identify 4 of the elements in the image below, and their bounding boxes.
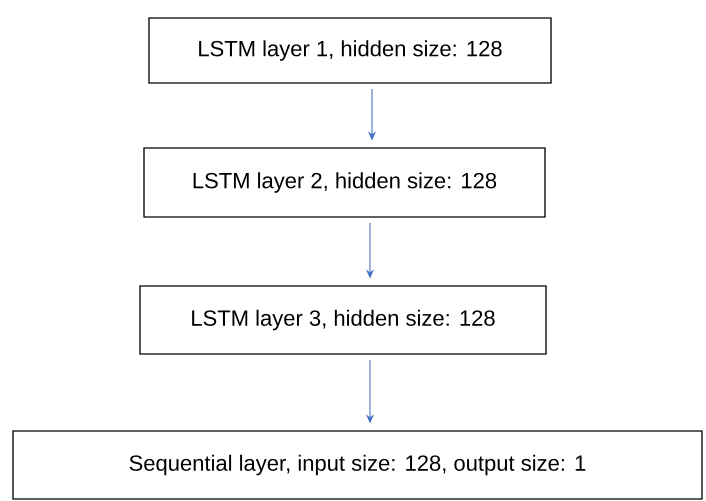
- layer-box: LSTM layer 2, hidden size: 128: [143, 147, 546, 218]
- layer-box: LSTM layer 3, hidden size: 128: [139, 285, 547, 355]
- layer-box: LSTM layer 1, hidden size: 128: [148, 17, 552, 84]
- layer-box: Sequential layer, input size: 128, output size: 1: [12, 430, 703, 500]
